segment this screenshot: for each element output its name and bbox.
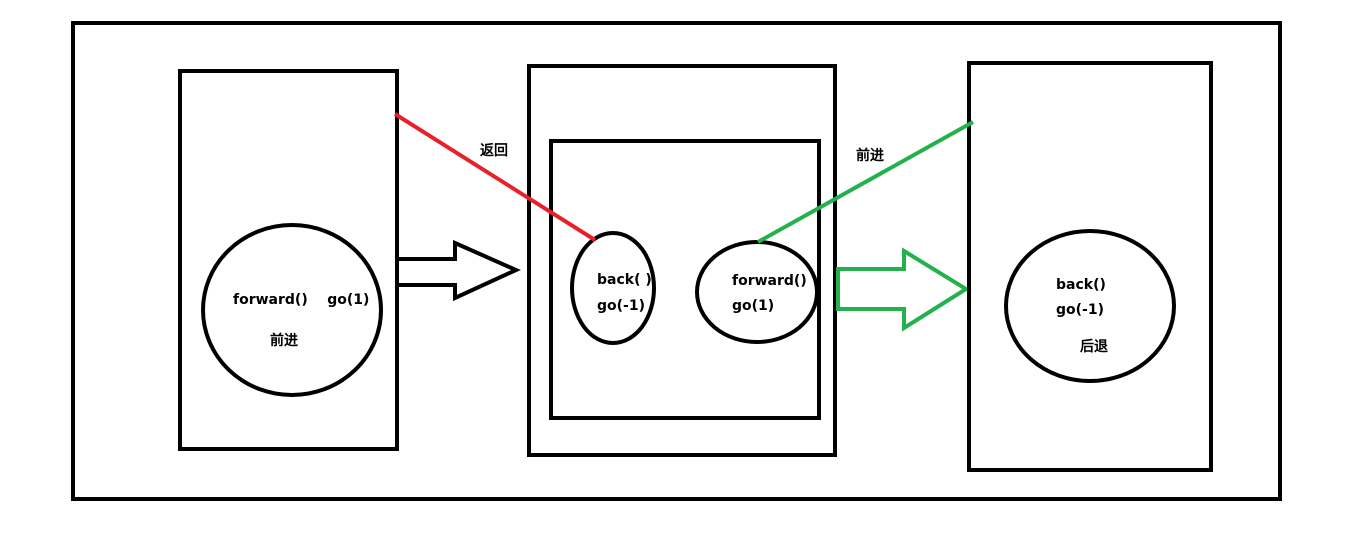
forward-connector-line [757,120,974,244]
middle-page: back( ) go(-1) forward() go(1) [527,64,837,457]
middle-page-outer-box [527,64,837,457]
black-hollow-arrow [399,239,521,302]
left-page-box [178,69,399,451]
forward-ellipse-line1: forward() [732,273,807,289]
green-hollow-arrow [836,247,970,332]
left-page: forward() go(1) 前进 [178,69,399,451]
left-circle-code-text: forward() go(1) [233,292,369,308]
right-page-box [967,61,1213,472]
left-circle-label-text: 前进 [270,332,298,349]
right-page: back() go(-1) 后退 [967,61,1213,472]
back-connector-label: 返回 [480,142,508,159]
left-page-circle [201,223,383,397]
forward-ellipse [695,240,819,344]
back-ellipse-line1: back( ) [597,272,652,288]
right-circle-line1: back() [1056,277,1106,293]
back-connector-line [393,112,597,242]
back-ellipse [570,231,656,345]
right-circle-line3: 后退 [1080,338,1108,355]
forward-ellipse-line2: go(1) [732,298,774,314]
outer-frame [71,21,1282,501]
right-page-circle [1004,229,1176,383]
back-ellipse-line2: go(-1) [597,298,645,314]
forward-connector-label: 前进 [856,147,884,164]
right-circle-line2: go(-1) [1056,302,1104,318]
middle-page-inner-box [549,139,821,420]
